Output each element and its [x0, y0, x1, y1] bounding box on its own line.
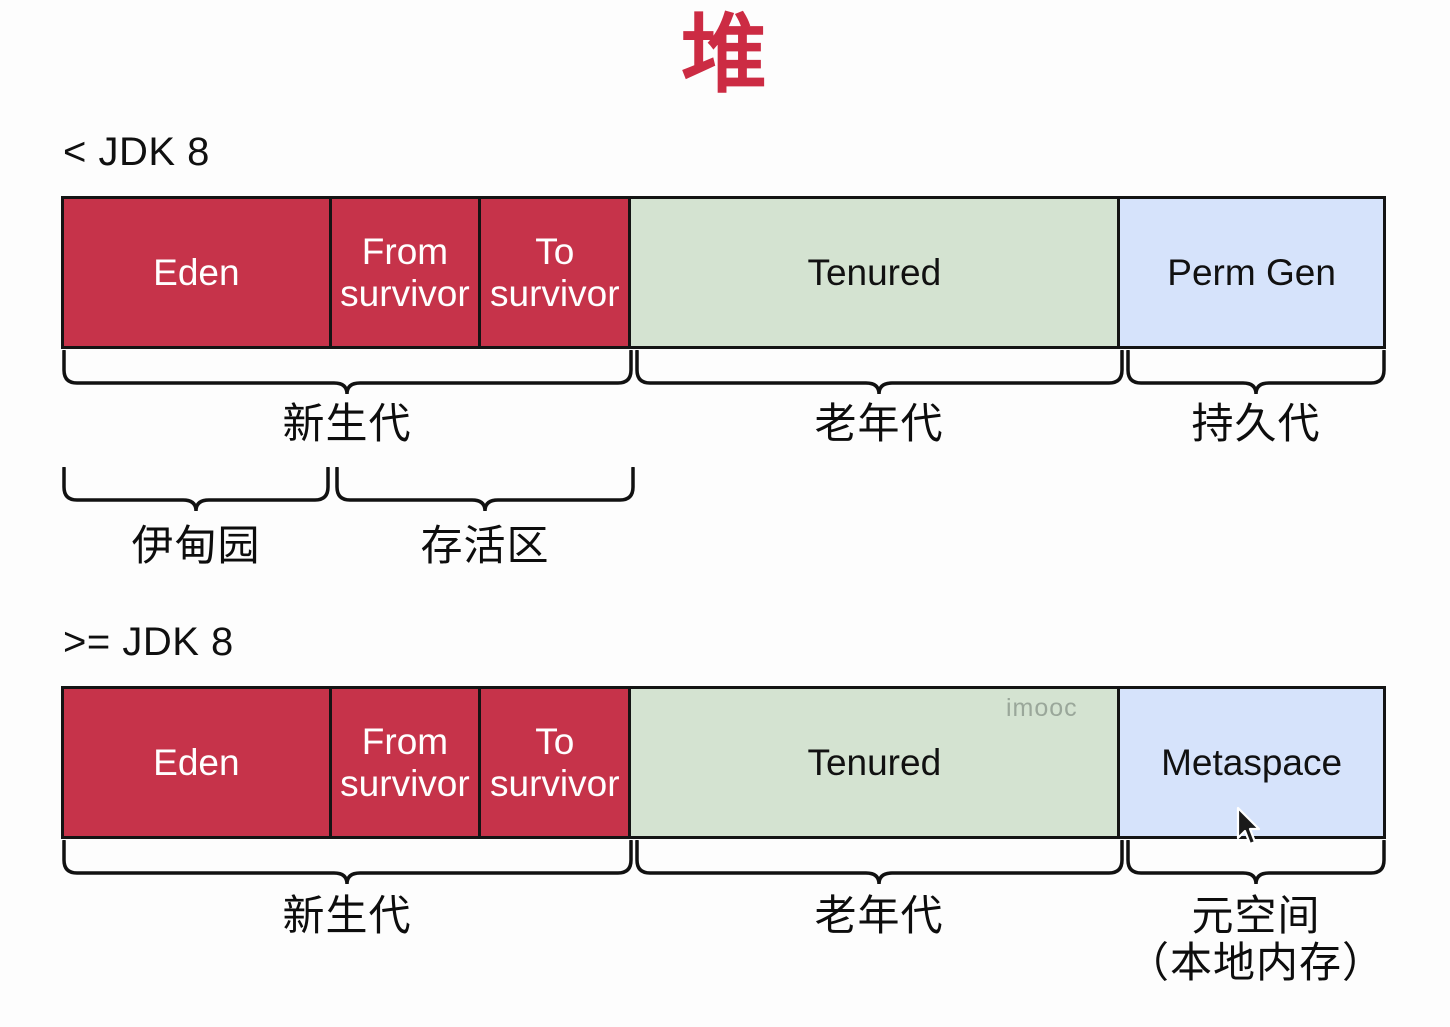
imooc-watermark: imooc	[1006, 694, 1078, 722]
segment-from-survivor-2[interactable]: From survivor	[331, 689, 482, 836]
segment-label: Perm Gen	[1167, 251, 1336, 293]
segment-eden-1[interactable]: Eden	[64, 199, 332, 346]
segment-perm-gen[interactable]: Perm Gen	[1120, 199, 1383, 346]
brace-caption-survivor-area: 存活区	[420, 522, 550, 569]
segment-label: To survivor	[490, 721, 620, 804]
brace-eden-garden	[61, 467, 331, 513]
segment-to-survivor-1[interactable]: To survivor	[481, 199, 632, 346]
brace-caption-perm-gen: 持久代	[1191, 400, 1321, 447]
brace-perm-gen	[1125, 350, 1387, 396]
brace-young-gen-1	[61, 350, 634, 396]
segment-label: From survivor	[340, 231, 470, 314]
segment-eden-2[interactable]: Eden	[64, 689, 332, 836]
segment-from-survivor-1[interactable]: From survivor	[331, 199, 482, 346]
heap-bar-jdk-lt-8: Eden From survivor To survivor Tenured P…	[61, 196, 1386, 349]
segment-label: Metaspace	[1161, 741, 1343, 783]
segment-label: From survivor	[340, 721, 470, 804]
segment-label: Eden	[153, 741, 240, 783]
heap-bar-jdk-ge-8: Eden From survivor To survivor Tenured M…	[61, 686, 1386, 839]
segment-label: Eden	[153, 251, 240, 293]
brace-caption-old-gen-1: 老年代	[814, 400, 944, 447]
section-heading-jdk-ge-8: >= JDK 8	[63, 620, 234, 664]
segment-label: Tenured	[807, 251, 942, 293]
brace-caption-metaspace: 元空间 （本地内存）	[1126, 892, 1385, 987]
section-heading-jdk-lt-8: < JDK 8	[63, 130, 210, 174]
segment-label: To survivor	[490, 231, 620, 314]
brace-caption-old-gen-2: 老年代	[814, 892, 944, 939]
segment-metaspace[interactable]: Metaspace	[1120, 689, 1383, 836]
brace-old-gen-2	[634, 840, 1125, 886]
page-title: 堆	[681, 7, 769, 103]
segment-to-survivor-2[interactable]: To survivor	[481, 689, 632, 836]
segment-tenured-1[interactable]: Tenured	[631, 199, 1121, 346]
brace-caption-young-gen-2: 新生代	[282, 892, 412, 939]
brace-metaspace	[1125, 840, 1387, 886]
brace-young-gen-2	[61, 840, 634, 886]
brace-caption-eden-garden: 伊甸园	[131, 522, 261, 569]
brace-survivor-area	[334, 467, 636, 513]
brace-old-gen-1	[634, 350, 1125, 396]
segment-tenured-2[interactable]: Tenured	[631, 689, 1121, 836]
brace-caption-young-gen-1: 新生代	[282, 400, 412, 447]
segment-label: Tenured	[807, 741, 942, 783]
